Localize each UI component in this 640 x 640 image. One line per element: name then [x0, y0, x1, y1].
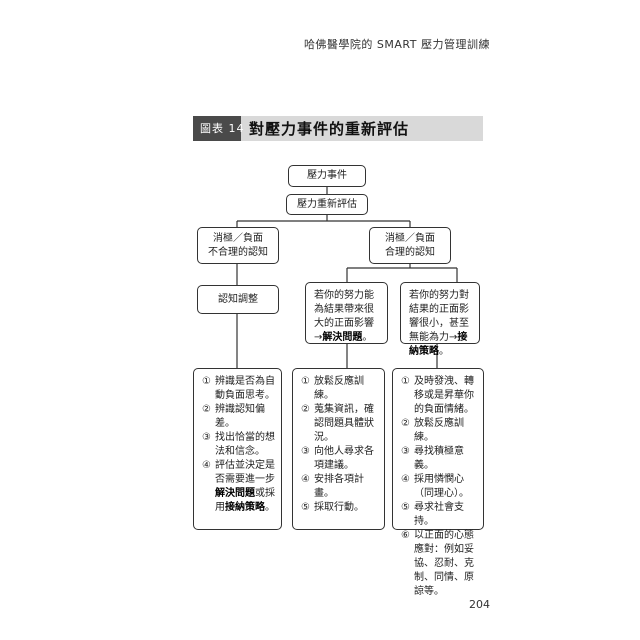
list-item: ② 辨識認知偏差。 [202, 403, 275, 431]
list-item-number: ④ [202, 460, 211, 471]
node-negative-line1: 消極／負面 [213, 232, 263, 244]
list-item-number: ⑤ [301, 502, 310, 513]
list-item-text: 向他人尋求各項建議。 [314, 446, 374, 471]
list-item-number: ③ [202, 432, 211, 443]
list-item-text: 及時發洩、轉移或是昇華你的負面情緒。 [414, 376, 474, 415]
node-reappraisal-label: 壓力重新評估 [297, 198, 357, 210]
node-accept-strategy: 若你的努力對結果的正面影響很小，甚至無能為力→接納策略。 [400, 282, 480, 357]
list-item-text: 安排各項計畫。 [314, 474, 364, 499]
list-item-text: 尋求社會支持。 [414, 502, 464, 527]
list-item-number: ② [301, 404, 310, 415]
list-item-number: ② [202, 404, 211, 415]
node-solve-problem: 若你的努力能為結果帶來很大的正面影響→解決問題。 [305, 282, 388, 344]
list-item-bold-accept: 接納策略 [225, 502, 265, 513]
node-accept-pre: 若你的努力對結果的正面影響很小，甚至無能為力→ [409, 290, 469, 343]
list-item: ③ 向他人尋求各項建議。 [301, 445, 378, 473]
list-item-number: ③ [401, 446, 410, 457]
list-item-number: ② [401, 418, 410, 429]
node-accept-post: 。 [439, 346, 449, 357]
list-item: ③ 找出恰當的想法和信念。 [202, 431, 275, 459]
list-item-text-pre: 評估並決定是否需要進一步 [215, 460, 275, 485]
list-item-text: 採用憐憫心（同理心）。 [414, 474, 469, 499]
list-item-text: 放鬆反應訓練。 [414, 418, 464, 443]
list-item-text: 評估並決定是否需要進一步解決問題或採用接納策略。 [215, 459, 275, 515]
list-item: ⑥ 以正面的心態應對：例如妥協、忍耐、克制、同情、原諒等。 [401, 529, 477, 599]
list-item-text: 尋找積極意義。 [414, 446, 464, 471]
list-item-number: ④ [301, 474, 310, 485]
list-item-text: 找出恰當的想法和信念。 [215, 432, 275, 457]
node-solve-pre: 若你的努力能為結果帶來很大的正面影響→ [314, 290, 374, 343]
list-cognitive-adjust: ① 辨識是否為自動負面思考。 ② 辨識認知偏差。 ③ 找出恰當的想法和信念。 ④ 評估並… [193, 368, 282, 530]
list-item: ④ 採用憐憫心（同理心）。 [401, 473, 477, 501]
list-item-number: ① [202, 376, 211, 387]
list-item: ⑤ 採取行動。 [301, 501, 378, 515]
list-item: ④ 評估並決定是否需要進一步解決問題或採用接納策略。 [202, 459, 275, 515]
node-positive-line1: 消極／負面 [385, 232, 435, 244]
node-stress-event-label: 壓力事件 [307, 170, 347, 181]
node-solve-post: 。 [362, 332, 373, 343]
list-solve-problem: ① 放鬆反應訓練。 ② 蒐集資訊，確認問題具體狀況。 ③ 向他人尋求各項建議。 ④ 安排… [292, 368, 385, 530]
list-item-text: 辨識是否為自動負面思考。 [215, 376, 275, 401]
list-item: ② 放鬆反應訓練。 [401, 417, 477, 445]
list-item-text: 蒐集資訊，確認問題具體狀況。 [314, 404, 374, 443]
figure-tag: 圖表 14 [193, 116, 244, 141]
node-stress-event: 壓力事件 [288, 165, 366, 187]
node-cognitive-adjust-label: 認知調整 [218, 293, 258, 305]
list-item-number: ④ [401, 474, 410, 485]
figure-banner: 圖表 14 對壓力事件的重新評估 [193, 116, 483, 141]
list-item: ③ 尋找積極意義。 [401, 445, 477, 473]
list-item: ② 蒐集資訊，確認問題具體狀況。 [301, 403, 378, 445]
node-reappraisal: 壓力重新評估 [286, 194, 368, 215]
list-item-text: 放鬆反應訓練。 [314, 376, 364, 401]
node-negative-line2: 不合理的認知 [208, 246, 268, 258]
list-item: ① 及時發洩、轉移或是昇華你的負面情緒。 [401, 375, 477, 417]
list-item: ① 放鬆反應訓練。 [301, 375, 378, 403]
list-item-number: ⑥ [401, 530, 410, 541]
node-cognitive-adjust: 認知調整 [197, 285, 279, 314]
node-negative-appraisal: 消極／負面 不合理的認知 [197, 227, 279, 264]
figure-title: 對壓力事件的重新評估 [249, 120, 410, 138]
node-solve-bold: 解決問題 [322, 332, 363, 343]
list-item: ⑤ 尋求社會支持。 [401, 501, 477, 529]
list-item-text-post: 。 [265, 502, 275, 513]
list-item: ④ 安排各項計畫。 [301, 473, 378, 501]
list-item-text: 採取行動。 [314, 502, 364, 513]
list-item-text-mid: 或採用 [215, 488, 275, 513]
list-item-number: ⑤ [401, 502, 410, 513]
list-item-text: 以正面的心態應對：例如妥協、忍耐、克制、同情、原諒等。 [414, 530, 474, 597]
list-item-number: ① [401, 376, 410, 387]
node-accept-bold: 接納策略 [409, 332, 468, 357]
list-item-number: ① [301, 376, 310, 387]
page-number: 204 [469, 598, 490, 611]
list-item-number: ③ [301, 446, 310, 457]
running-header: 哈佛醫學院的 SMART 壓力管理訓練 [303, 38, 490, 51]
list-item: ① 辨識是否為自動負面思考。 [202, 375, 275, 403]
node-positive-line2: 合理的認知 [385, 246, 435, 258]
list-item-bold-solve: 解決問題 [215, 488, 255, 499]
list-item-text: 辨識認知偏差。 [215, 404, 265, 429]
node-positive-appraisal: 消極／負面 合理的認知 [369, 227, 451, 264]
